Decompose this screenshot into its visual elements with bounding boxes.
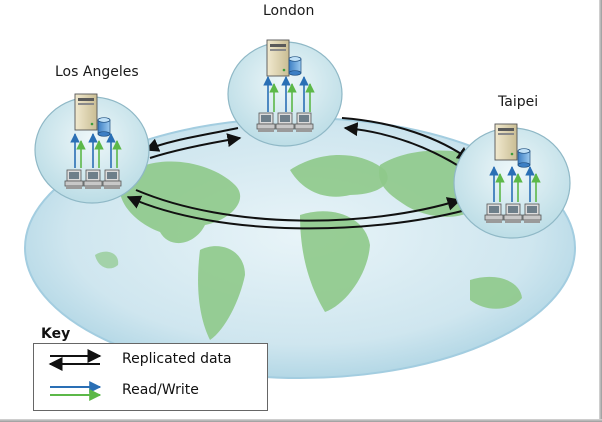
los-angeles-client-pc-icon [83,169,103,190]
key-arrows [48,349,102,401]
los-angeles-server-icon [74,93,98,131]
key-label-read-write: Read/Write [122,382,199,398]
site-london [227,39,343,147]
london-client-pc-icon [275,112,295,133]
city-label-london: London [263,3,315,19]
city-label-taipei: Taipei [498,94,539,110]
london-server-icon [266,39,290,77]
los-angeles-database-icon [97,117,111,137]
taipei-client-pc-icon [503,203,523,224]
frame-shadow-right [599,0,602,422]
site-los-angeles [34,93,150,204]
key-title: Key [41,326,71,342]
london-client-pc-icon [256,112,276,133]
city-label-los-angeles: Los Angeles [55,64,139,80]
key-label-replicated: Replicated data [122,351,232,367]
frame-shadow-bottom [0,419,602,422]
taipei-server-icon [494,123,518,161]
key-legend: Replicated data Read/Write [33,343,268,411]
los-angeles-client-pc-icon [102,169,122,190]
site-taipei [453,123,571,239]
taipei-client-pc-icon [522,203,542,224]
taipei-client-pc-icon [484,203,504,224]
london-database-icon [288,56,302,76]
los-angeles-client-pc-icon [64,169,84,190]
replication-arrows [126,117,472,230]
taipei-database-icon [517,148,531,168]
london-client-pc-icon [294,112,314,133]
